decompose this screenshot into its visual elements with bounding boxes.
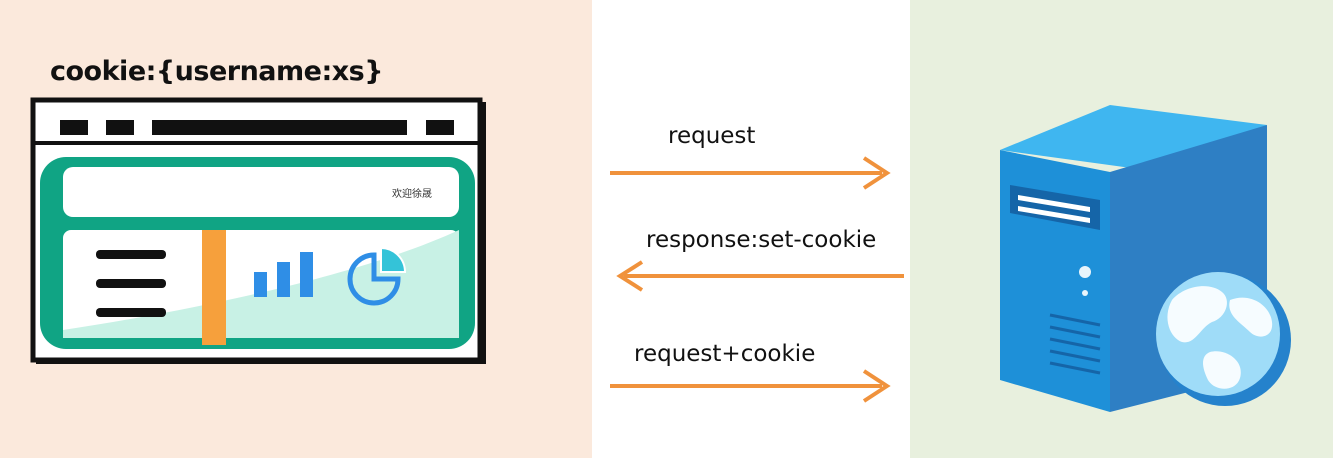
title-bar-block-1 — [60, 120, 88, 135]
pie-chart-icon — [347, 246, 407, 306]
globe-icon — [1156, 272, 1291, 406]
request-arrows — [610, 156, 904, 403]
arrow-label-request: request — [668, 123, 756, 149]
title-bar-block-2 — [106, 120, 134, 135]
menu-line-3 — [96, 308, 166, 317]
arrow-response — [616, 260, 904, 292]
arrow-request-cookie — [610, 369, 891, 403]
browser-window-illustration: 欢迎徐晟 — [30, 97, 486, 364]
bar-chart-icon — [254, 252, 313, 297]
server-light-1 — [1079, 266, 1091, 278]
welcome-text-label: 欢迎徐晟 — [392, 187, 432, 200]
arrow-label-request-cookie: request+cookie — [634, 341, 816, 367]
server-vent-icon — [1010, 185, 1100, 230]
cookie-label: cookie:{username:xs} — [50, 56, 383, 87]
menu-line-1 — [96, 250, 166, 259]
arrow-request — [610, 156, 891, 190]
network-panel — [592, 0, 910, 458]
server-light-2 — [1082, 290, 1088, 296]
server-top-face — [1000, 105, 1267, 172]
arrow-label-response: response:set-cookie — [646, 227, 877, 253]
server-illustration — [1000, 105, 1291, 412]
menu-line-2 — [96, 279, 166, 288]
server-grille-icon — [1049, 313, 1101, 375]
welcome-text: 欢迎徐晟 — [392, 187, 432, 200]
content-divider — [202, 230, 226, 345]
content-gradient — [63, 230, 459, 338]
address-bar — [152, 120, 407, 135]
title-bar-block-3 — [426, 120, 454, 135]
page-header — [63, 167, 459, 217]
